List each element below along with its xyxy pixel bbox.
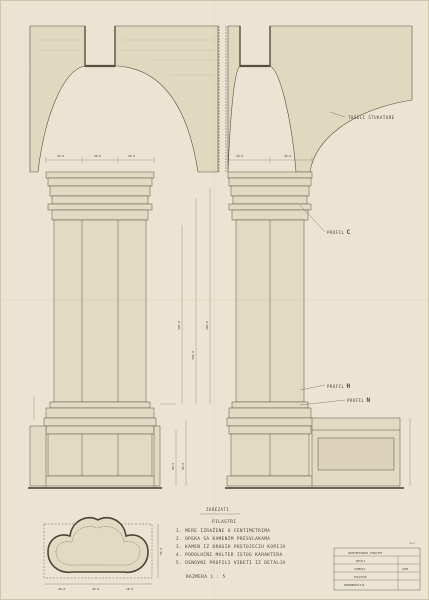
sheet-mark: A-1 — [410, 541, 415, 545]
svg-text:28.0: 28.0 — [57, 154, 64, 158]
callout-leaders — [299, 111, 346, 406]
title-row-4: PILASTAR — [354, 575, 367, 579]
note-line-1: 1. MERE IZRAŽENE U CENTIMETRIMA — [176, 526, 270, 534]
left-pilaster — [43, 171, 157, 487]
dimension-lines — [33, 157, 411, 486]
svg-text:40.0: 40.0 — [284, 154, 291, 158]
notes-block: PILASTRI 1. MERE IZRAŽENE U CENTIMETRIMA… — [176, 519, 286, 580]
pilaster-plan — [43, 516, 159, 585]
svg-text:28.0: 28.0 — [58, 587, 65, 591]
notes-heading: PILASTRI — [212, 519, 236, 525]
drawing-number: 4785 — [402, 567, 409, 571]
callout-arch: TAŠELI ŠTUKATURE — [348, 115, 395, 120]
svg-text:56.0: 56.0 — [159, 548, 163, 555]
callout-section: ZAREZATI — [206, 507, 229, 512]
left-plinth — [29, 425, 161, 487]
svg-text:438.0: 438.0 — [191, 351, 195, 360]
right-pilaster — [226, 171, 314, 487]
note-line-2: 2. OPEKA SA KAMENIM PRESVLAKAMA — [176, 536, 270, 542]
right-wall-panel — [311, 417, 401, 487]
svg-text:28.0: 28.0 — [126, 587, 133, 591]
plan-dimensions: 28.0 40.0 28.0 56.0 — [58, 548, 163, 591]
svg-text:40.0: 40.0 — [92, 587, 99, 591]
title-row-5: DOKUMENTACIJA — [344, 583, 365, 587]
right-arch-block — [227, 25, 413, 173]
title-row-3: STUBOVI — [354, 567, 365, 571]
title-row-2: DETALJ — [356, 559, 366, 563]
left-arch-block — [29, 25, 219, 173]
note-line-5: 5. OSNOVNI PROFILI VIĐETI IZ DETALJA — [176, 560, 286, 566]
svg-text:498.0: 498.0 — [205, 321, 209, 330]
svg-text:28.0: 28.0 — [236, 154, 243, 158]
note-line-4: 4. PODOLUČNI MALTER ISTOG KARAKTERA — [176, 551, 283, 558]
svg-text:98.0: 98.0 — [181, 463, 185, 470]
scale-note: RAZMERA 1 : 5 — [186, 574, 226, 580]
title-block: ARHITEKTONSKI FAKULTET DETALJ STUBOVI PI… — [333, 541, 421, 591]
svg-text:28.0: 28.0 — [128, 154, 135, 158]
svg-text:396.0: 396.0 — [177, 321, 181, 330]
svg-text:40.0: 40.0 — [94, 154, 101, 158]
note-line-3: 3. KAMEN IZ DRUGIH POSTOJEĆIH KOPIJA — [176, 543, 286, 550]
title-row-1: ARHITEKTONSKI FAKULTET — [348, 551, 383, 555]
svg-text:88.0: 88.0 — [171, 463, 175, 470]
arch-shading — [40, 39, 214, 76]
